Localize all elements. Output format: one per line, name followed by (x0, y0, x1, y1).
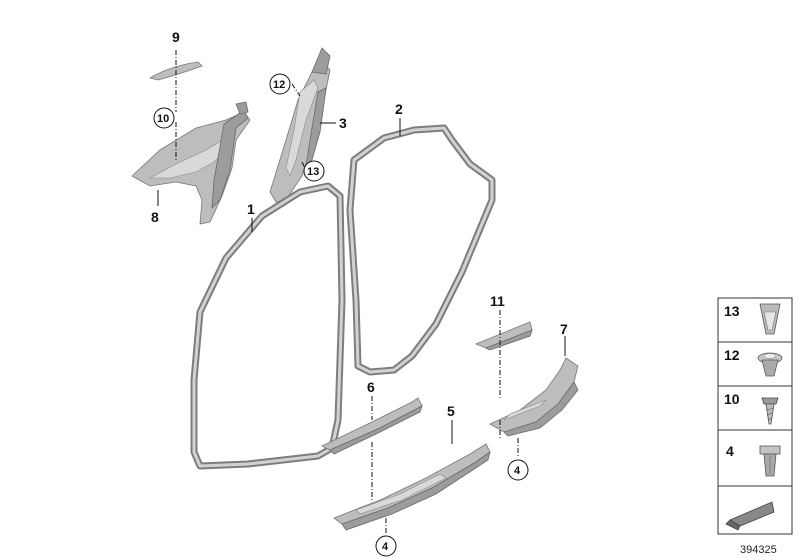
callout-13: 13 (307, 166, 319, 178)
callout-10-circle (153, 107, 175, 129)
callout-3: 3 (339, 115, 347, 131)
part-2-rear-door-seal[interactable] (346, 124, 496, 376)
callout-4-circle-rear (507, 459, 529, 481)
expanding-clip-icon (759, 445, 781, 477)
legend-label-10: 10 (724, 391, 740, 407)
legend-box-12 (717, 341, 793, 387)
part-8-pillar-trim[interactable] (131, 101, 251, 225)
legend-label-4: 4 (726, 443, 734, 459)
legend-label-12: 12 (724, 347, 740, 363)
legend-label-13: 13 (724, 303, 740, 319)
callout-8: 8 (151, 209, 159, 225)
callout-9: 9 (172, 29, 180, 45)
orientation-arrow-icon (725, 501, 775, 531)
callout-12-circle (269, 73, 291, 95)
clip-icon (759, 303, 781, 335)
callout-5: 5 (447, 403, 455, 419)
callout-10: 10 (157, 113, 169, 125)
callout-13-circle (303, 160, 325, 182)
callout-4-circle-front (375, 535, 397, 557)
callout-12: 12 (273, 79, 285, 91)
part-1-front-door-seal[interactable] (190, 182, 346, 470)
callout-2: 2 (395, 101, 403, 117)
legend-box-10 (717, 385, 793, 431)
callout-1: 1 (247, 201, 255, 217)
legend-box-4 (717, 429, 793, 487)
fastener-legend: 13 12 10 4 (717, 297, 793, 535)
callout-6: 6 (367, 379, 375, 395)
callout-4-rear: 4 (514, 465, 521, 477)
callout-11: 11 (490, 293, 505, 309)
leader-lines (157, 50, 566, 534)
push-rivet-icon (757, 352, 783, 377)
part-3-b-pillar-trim[interactable] (269, 47, 331, 203)
part-11-rear-sill-cover[interactable] (474, 321, 533, 351)
screw-icon (761, 397, 779, 425)
part-6-front-sill-cover[interactable] (321, 397, 423, 455)
document-number: 394325 (740, 544, 777, 556)
part-7-rear-sill-strip[interactable] (489, 357, 579, 437)
callout-7: 7 (560, 321, 568, 337)
callout-4-front: 4 (382, 541, 389, 553)
part-5-front-sill-strip[interactable] (333, 443, 491, 531)
